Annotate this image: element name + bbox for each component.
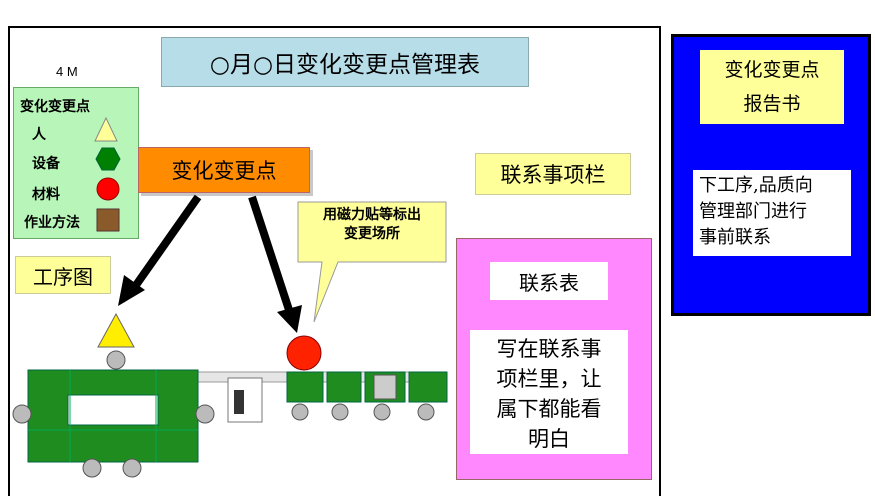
contact-line-1: 写在联系事 [496, 337, 602, 361]
callout-text: 用磁力贴等标出 变更场所 [300, 206, 444, 244]
callout-line-1: 用磁力贴等标出 [323, 207, 421, 223]
square-icon [96, 208, 120, 232]
contact-form-text: 写在联系事 项栏里，让 属下都能看 明白 [470, 330, 628, 454]
process-chart-label: 工序图 [15, 256, 111, 294]
person-marker-icon [97, 312, 135, 348]
hexagon-icon [95, 147, 121, 171]
diagram-graphics [12, 116, 448, 478]
contact-form-title: 联系表 [490, 262, 608, 300]
material-marker-icon [286, 335, 322, 371]
arrow-to-material [248, 195, 294, 315]
callout-bubble [297, 201, 447, 323]
report-line-2: 管理部门进行 [699, 201, 807, 222]
report-title: 变化变更点 报告书 [700, 50, 844, 124]
change-point-box: 变化变更点 [138, 147, 310, 193]
contact-line-2: 项栏里，让 [496, 367, 602, 391]
report-text: 下工序,品质向 管理部门进行 事前联系 [693, 170, 851, 256]
contact-items-label: 联系事项栏 [475, 153, 631, 195]
diagram-frame [8, 26, 661, 496]
contact-line-3: 属下都能看 [496, 397, 602, 421]
arrow-to-person [130, 194, 202, 291]
callout-line-2: 变更场所 [344, 226, 400, 242]
triangle-icon [94, 116, 118, 142]
four-m-label: 4 M [56, 64, 78, 79]
report-title-line-1: 变化变更点 [724, 59, 820, 81]
page-title: ○月○日变化变更点管理表 [161, 37, 529, 87]
circle-icon [96, 177, 120, 201]
report-line-1: 下工序,品质向 [699, 175, 813, 196]
legend-title: 变化变更点 [20, 99, 90, 115]
legend-item-method: 作业方法 [24, 215, 80, 231]
legend-item-person: 人 [32, 127, 46, 143]
contact-line-4: 明白 [528, 427, 570, 451]
machine-middle [227, 377, 263, 423]
legend-item-equipment: 设备 [32, 156, 60, 172]
legend-item-material: 材料 [32, 187, 60, 203]
report-line-3: 事前联系 [699, 227, 771, 248]
report-title-line-2: 报告书 [743, 93, 801, 115]
